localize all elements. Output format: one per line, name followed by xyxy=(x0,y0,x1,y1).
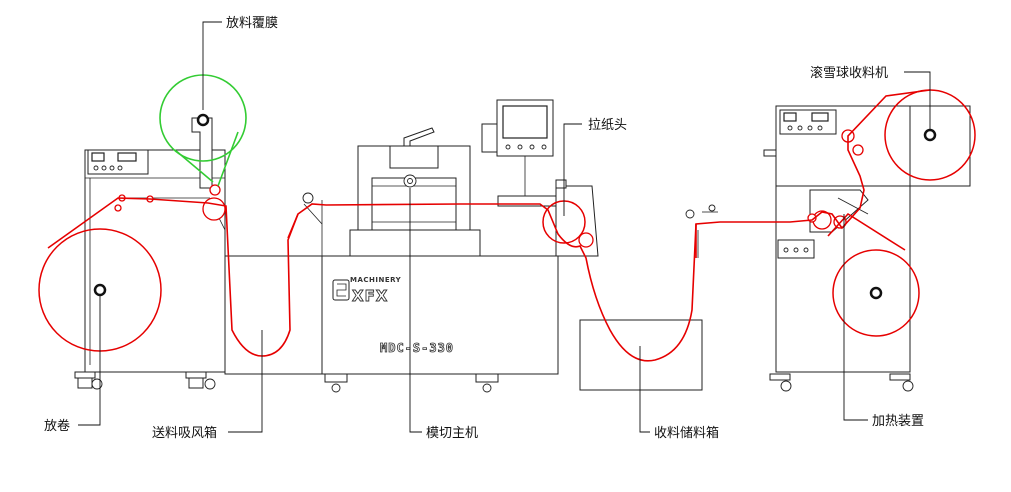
paper-puller-unit xyxy=(481,99,599,257)
collection-storage-box xyxy=(579,319,703,391)
rewinder-infeed-stand xyxy=(685,204,718,258)
unwind-machine xyxy=(74,117,226,390)
infeed-tension-path xyxy=(287,213,299,239)
label-collection-storage-box-group: 收料储料箱 xyxy=(639,346,719,441)
brand-main-text: XFX xyxy=(352,287,388,305)
rewinder-lower-panel xyxy=(777,239,815,259)
unwind-roll-hub xyxy=(93,283,107,297)
feed-suction-box xyxy=(224,255,336,375)
label-feed-suction-box: 送料吸风箱 xyxy=(152,425,217,441)
unwind-control-panel xyxy=(87,149,149,175)
label-heating-device: 加热装置 xyxy=(872,414,924,429)
puller-nip-roller xyxy=(578,232,594,248)
brand-logo: MACHINERY XFX xyxy=(332,276,402,305)
rewinder-guide-roller-2 xyxy=(852,144,864,156)
label-snowball-rewinder: 滚雪球收料机 xyxy=(810,65,888,81)
label-paper-puller: 拉纸头 xyxy=(588,118,627,133)
rewinder-control-panel xyxy=(779,109,837,135)
model-number: MDC-S-330 xyxy=(380,341,454,355)
label-heating-device-group: 加热装置 xyxy=(843,214,924,429)
label-unwind: 放卷 xyxy=(44,418,70,434)
label-feed-suction-box-group: 送料吸风箱 xyxy=(152,330,263,441)
laminate-roll-hub xyxy=(196,113,210,127)
laminate-film-path-2 xyxy=(217,131,239,187)
label-collection-storage-box: 收料储料箱 xyxy=(654,425,719,441)
rewinder-machine xyxy=(763,105,971,392)
waste-web-path xyxy=(827,212,906,251)
label-unwind-group: 放卷 xyxy=(44,296,101,434)
brand-sub-text: MACHINERY xyxy=(350,276,402,284)
hmi-screen xyxy=(502,105,548,139)
label-unwind-laminate-group: 放料覆膜 xyxy=(202,16,278,110)
die-cut-main-machine xyxy=(302,127,559,393)
label-snowball-rewinder-group: 滚雪球收料机 xyxy=(810,65,931,130)
unwind-feet xyxy=(74,371,216,390)
snowball-roll-hub xyxy=(923,128,937,142)
label-paper-puller-group: 拉纸头 xyxy=(563,118,627,216)
label-die-cut-main-group: 模切主机 xyxy=(409,188,478,441)
label-die-cut-main: 模切主机 xyxy=(426,426,478,441)
laminate-film-path xyxy=(174,149,214,183)
waste-roll-hub xyxy=(869,286,883,300)
waste-rewind-roll xyxy=(832,249,920,337)
label-unwind-laminate: 放料覆膜 xyxy=(226,16,278,31)
